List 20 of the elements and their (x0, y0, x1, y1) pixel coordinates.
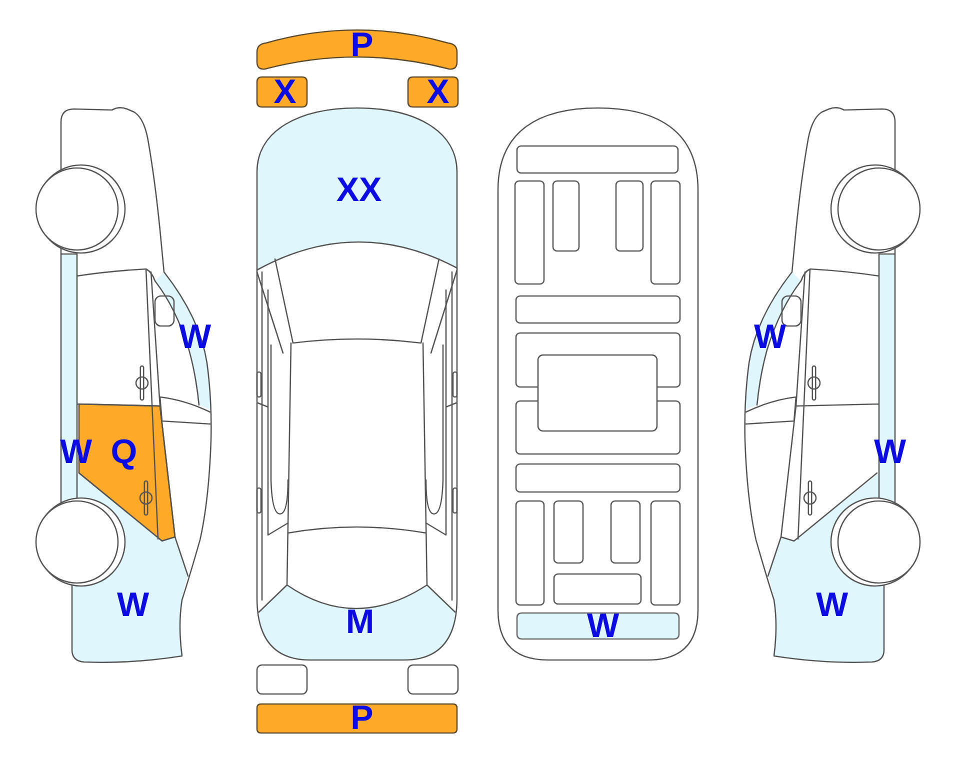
damage-code: P (350, 29, 374, 61)
hood-panel (256, 107, 458, 272)
damage-code: W (586, 610, 620, 642)
damage-code: M (346, 606, 374, 638)
rear-panel (257, 583, 457, 661)
damage-code: W (116, 589, 150, 621)
pillar-panel (154, 271, 212, 412)
damage-code: W (816, 589, 848, 621)
underbody-panel (516, 612, 680, 640)
bumper-panel (255, 702, 459, 735)
pillar-panel (744, 271, 802, 412)
bumper-panel (255, 28, 459, 72)
headlight-panel (406, 75, 460, 109)
damage-code: XX (336, 174, 382, 206)
damage-code: X (274, 76, 296, 108)
damage-code: P (350, 702, 374, 734)
damage-code: Q (110, 436, 138, 468)
damage-code: X (426, 76, 450, 108)
sill-panel (58, 252, 95, 473)
headlight-panel (255, 75, 309, 109)
